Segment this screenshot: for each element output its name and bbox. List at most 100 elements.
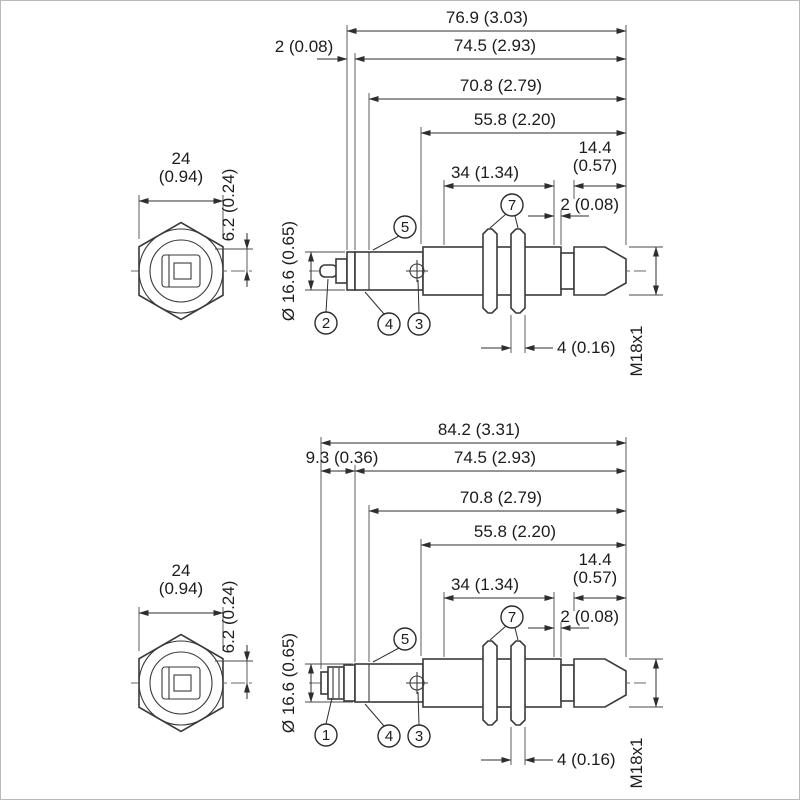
dim-thread-label: M18x1 <box>627 737 646 788</box>
connecting-ring <box>560 252 575 290</box>
plug-ring <box>320 671 329 695</box>
dim-across-flats-label: 24 <box>172 149 191 168</box>
dim-nut-label: 4 (0.16) <box>557 750 616 769</box>
callout-leader <box>417 691 420 726</box>
lock-nut-1 <box>482 640 498 726</box>
dim-gap-label: 2 (0.08) <box>560 607 619 626</box>
dim-mid-label: 34 (1.34) <box>451 163 519 182</box>
callout-5-circle <box>393 627 417 651</box>
insert-slot <box>173 674 192 692</box>
lock-nut-1 <box>482 228 498 314</box>
thread-dimension-bottom: M18x1 <box>627 658 663 789</box>
callouts-top: 5 7 2 4 3 <box>314 193 524 336</box>
diameter-dimension-top: Ø 16.6 (0.65) <box>279 221 345 321</box>
callout-1-number: 1 <box>322 727 330 744</box>
length-dimensions-top: 76.9 (3.03) 2 (0.08) 74.5 (2.93) 70.8 (2… <box>275 8 627 250</box>
callout-3-circle <box>407 312 431 336</box>
callout-7-circle <box>500 605 524 629</box>
dim-across-flats-label: 24 <box>172 561 191 580</box>
callout-2-circle <box>314 311 338 335</box>
callout-7-number: 7 <box>508 609 516 626</box>
callout-3-circle <box>407 724 431 748</box>
callout-leader <box>514 627 519 641</box>
dim-left-gap-label: 2 (0.08) <box>275 37 334 56</box>
top-variant: 24 (0.94) 6.2 (0.24) <box>131 8 663 377</box>
dim-gap-label: 2 (0.08) <box>560 195 619 214</box>
callout-leader <box>372 235 400 251</box>
dim-thread-label: M18x1 <box>627 325 646 376</box>
callout-leader <box>489 213 507 229</box>
nut-width-dimension-bottom: 4 (0.16) <box>481 727 616 769</box>
bottom-variant: 24 (0.94) 6.2 (0.24) <box>131 420 663 789</box>
callout-4-circle <box>377 724 401 748</box>
thread-dimension-top: M18x1 <box>627 246 663 377</box>
dim-diameter-label: Ø 16.6 (0.65) <box>279 633 298 733</box>
diameter-dimension-bottom: Ø 16.6 (0.65) <box>279 633 353 733</box>
sensing-cap <box>573 246 627 296</box>
sensing-cap <box>573 658 627 708</box>
dim-across-flats-inch-label: (0.94) <box>159 167 203 186</box>
callout-leader <box>364 291 385 315</box>
dim-mid-label: 34 (1.34) <box>451 575 519 594</box>
insert-outline <box>161 254 201 288</box>
dim-step-label: 70.8 (2.79) <box>460 488 542 507</box>
dim-depth-label: 6.2 (0.24) <box>219 169 238 242</box>
insert-outline <box>161 666 201 700</box>
plug-shell <box>327 666 345 700</box>
callout-4-number: 4 <box>385 316 393 333</box>
dim-step-label: 70.8 (2.79) <box>460 76 542 95</box>
dim-nut-label: 4 (0.16) <box>557 338 616 357</box>
side-view-top <box>309 228 646 314</box>
barrel-circle <box>149 239 213 303</box>
hex-inscribed-circle <box>138 640 224 726</box>
lock-nut-2 <box>510 228 526 314</box>
barrel-circle <box>149 651 213 715</box>
dim-thread-start-label: 55.8 (2.20) <box>474 110 556 129</box>
dim-across-flats-inch-label: (0.94) <box>159 579 203 598</box>
nut-width-dimension-top: 4 (0.16) <box>481 315 616 357</box>
callout-7-number: 7 <box>508 197 516 214</box>
dim-plug-length-label: 9.3 (0.36) <box>306 448 379 467</box>
dim-body-label: 74.5 (2.93) <box>454 448 536 467</box>
callout-leader <box>489 625 507 641</box>
callout-4-circle <box>377 312 401 336</box>
dim-depth-label: 6.2 (0.24) <box>219 581 238 654</box>
callout-3-number: 3 <box>415 316 423 333</box>
callout-leader <box>364 703 385 727</box>
callout-7-circle <box>500 193 524 217</box>
connecting-ring <box>560 664 575 702</box>
callout-1-circle <box>314 723 338 747</box>
hex-front-view-top: 24 (0.94) 6.2 (0.24) <box>131 149 255 321</box>
dim-rear-inch-label: (0.57) <box>573 156 617 175</box>
dim-overall-label: 76.9 (3.03) <box>446 8 528 27</box>
dim-rear-mm-label: 14.4 <box>578 138 611 157</box>
callouts-bottom: 5 7 1 4 3 <box>314 605 524 748</box>
dim-rear-mm-label: 14.4 <box>578 550 611 569</box>
cable-tip <box>319 264 338 278</box>
length-dimensions-bottom: 84.2 (3.31) 9.3 (0.36) 74.5 (2.93) 70.8 … <box>306 420 627 669</box>
hex-front-view-bottom: 24 (0.94) 6.2 (0.24) <box>131 561 255 733</box>
callout-2-number: 2 <box>322 315 330 332</box>
callout-leader <box>325 278 329 313</box>
callout-leader <box>325 697 333 725</box>
callout-3-number: 3 <box>415 728 423 745</box>
dim-overall-label: 84.2 (3.31) <box>438 420 520 439</box>
callout-leader <box>417 279 420 314</box>
plug-collar <box>343 664 356 702</box>
callout-5-circle <box>393 215 417 239</box>
dim-diameter-label: Ø 16.6 (0.65) <box>279 221 298 321</box>
dim-rear-inch-label: (0.57) <box>573 568 617 587</box>
callout-4-number: 4 <box>385 728 393 745</box>
callout-leader <box>514 215 519 229</box>
cable-collar <box>335 258 348 284</box>
callout-5-number: 5 <box>401 219 409 236</box>
hex-nut-outline <box>138 633 224 733</box>
dim-body-label: 74.5 (2.93) <box>454 36 536 55</box>
callout-5-number: 5 <box>401 631 409 648</box>
rear-cap <box>346 251 356 291</box>
side-view-bottom <box>309 640 646 726</box>
dim-thread-start-label: 55.8 (2.20) <box>474 522 556 541</box>
callout-leader <box>372 647 400 663</box>
